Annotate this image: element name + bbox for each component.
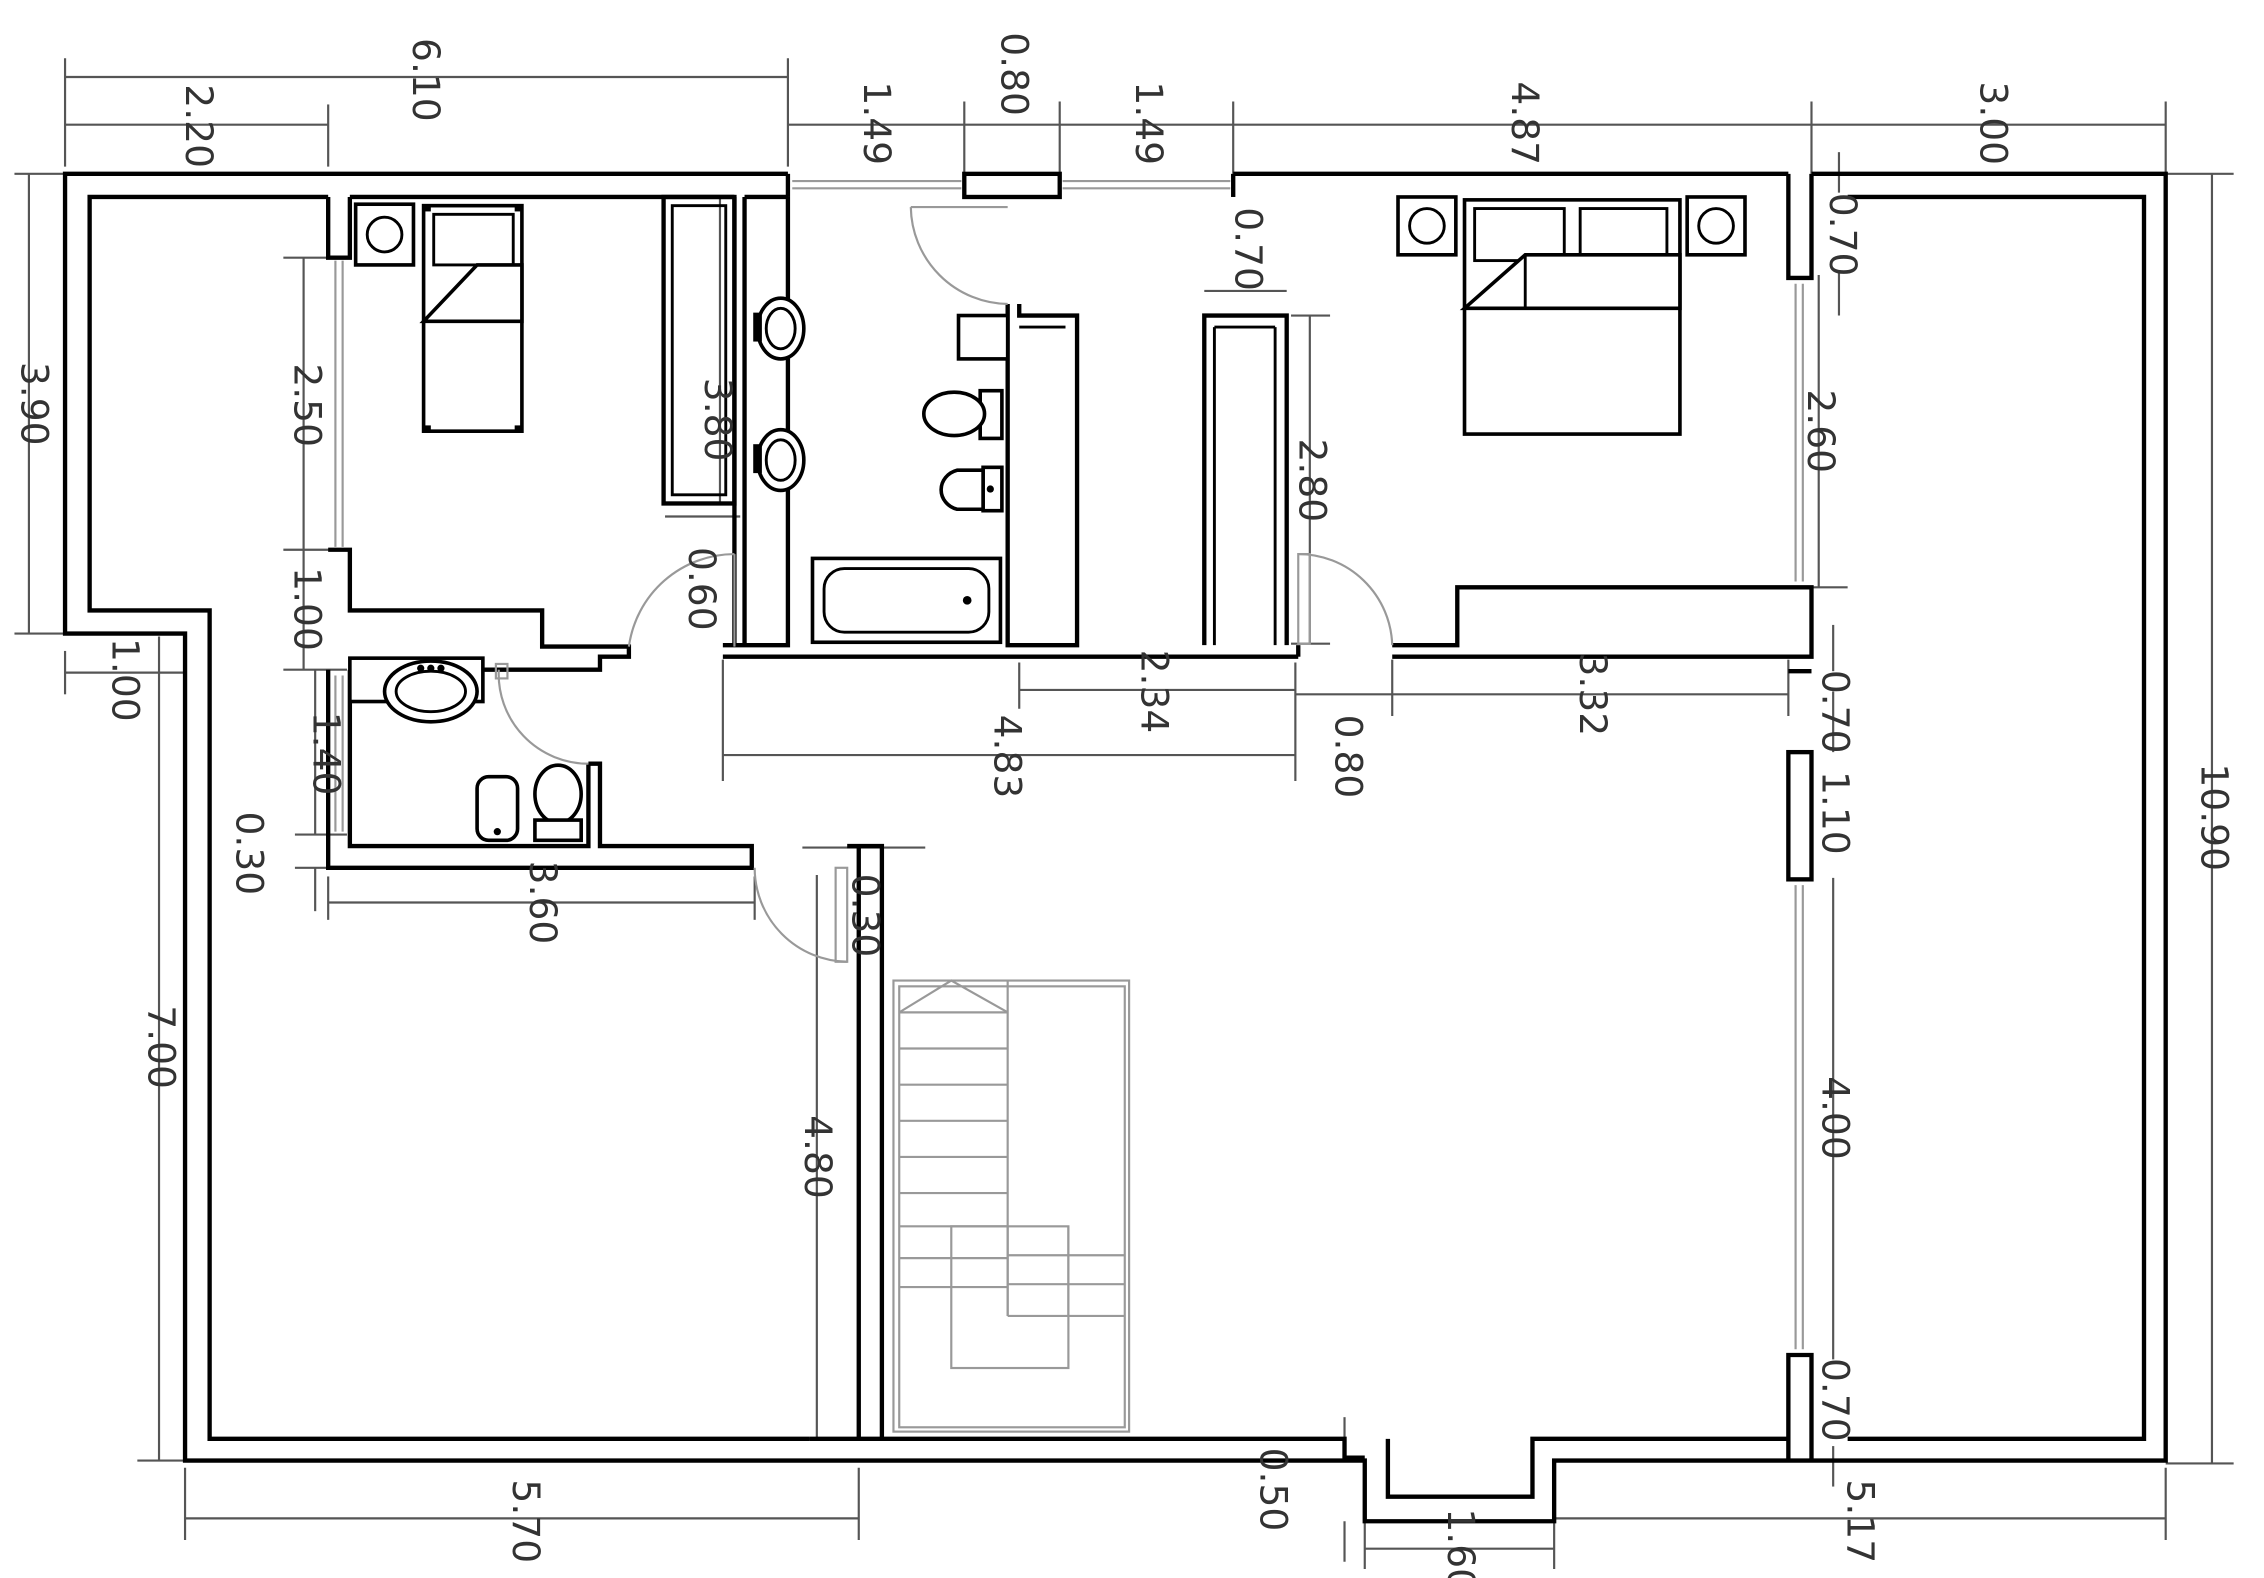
dim-label: 1.49: [855, 81, 899, 165]
dim-label: 4.80: [796, 1115, 840, 1199]
bidet-small: [475, 774, 520, 843]
dim-label: 1.60: [1439, 1508, 1483, 1578]
dim-label: 3.90: [12, 362, 56, 446]
staircase: [892, 979, 1131, 1433]
dim-label: 0.80: [993, 32, 1037, 116]
dim-label: 10.90: [2192, 763, 2236, 871]
doors: [494, 206, 1394, 963]
dim-label: 1.00: [286, 567, 330, 651]
dim-label: 4.87: [1503, 81, 1547, 165]
dim-label: 3.60: [521, 861, 565, 945]
cabinet: [956, 313, 1010, 361]
dim-label: 1.49: [1127, 81, 1171, 165]
dim-label: 1.00: [103, 638, 147, 722]
nightstand: [353, 202, 416, 267]
dim-label: 3.80: [696, 378, 740, 462]
dim-label: 4.83: [985, 715, 1029, 799]
dim-label: 0.70: [1814, 1358, 1858, 1442]
dim-label: 3.00: [1971, 81, 2015, 165]
dim-label: 0.70: [1227, 207, 1271, 291]
dim-label: 4.00: [1814, 1076, 1858, 1160]
single-bed: [419, 203, 524, 433]
dim-label: 6.10: [404, 38, 448, 122]
dim-label: 1.10: [1814, 771, 1858, 855]
dim-label: 2.34: [1133, 650, 1177, 734]
dimension-labels: 6.10 2.20 1.49 0.80 1.49 4.87 3.00 3.90 …: [12, 32, 2236, 1578]
dim-label: 7.00: [140, 1005, 184, 1089]
dim-label: 2.20: [177, 84, 221, 168]
dim-label: 0.30: [844, 874, 888, 958]
nightstand-right: [1685, 195, 1747, 257]
dim-label: 0.80: [1326, 715, 1370, 799]
bathtub: [810, 556, 1003, 645]
furniture: [348, 195, 1747, 843]
nightstand-left: [1396, 195, 1458, 257]
washbasin: [348, 656, 485, 724]
toilet-small: [533, 763, 583, 843]
dim-label: 0.70: [1814, 670, 1858, 754]
dim-label: 0.30: [228, 811, 272, 895]
sink-upper: [753, 296, 806, 361]
sink-lower: [753, 427, 806, 493]
dim-label: 0.70: [1821, 193, 1865, 277]
dim-label: 5.70: [504, 1479, 548, 1563]
toilet: [922, 388, 1004, 441]
dim-label: 0.60: [680, 547, 724, 631]
dim-label: 2.50: [286, 363, 330, 447]
bidet: [939, 465, 1004, 513]
dim-label: 5.17: [1838, 1479, 1882, 1563]
dim-label: 2.80: [1290, 439, 1334, 523]
dim-label: 0.50: [1251, 1448, 1295, 1532]
dim-label: 1.40: [304, 712, 348, 796]
double-bed: [1459, 198, 1682, 436]
dim-label: 2.60: [1799, 389, 1843, 473]
dim-label: 3.32: [1571, 652, 1615, 736]
